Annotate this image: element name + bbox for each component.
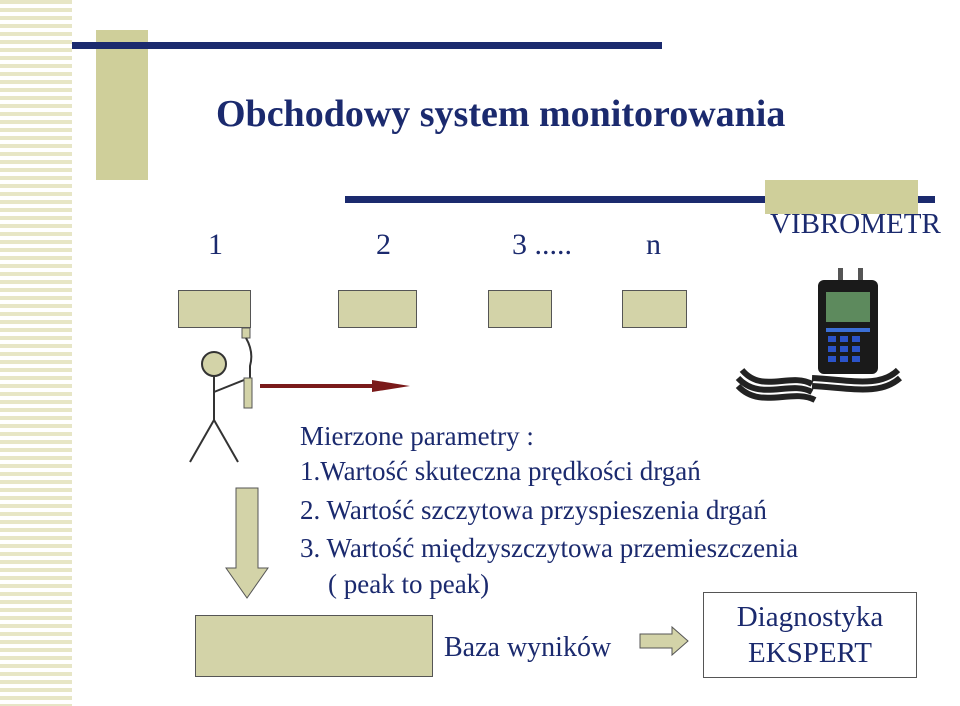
right-arrow [639, 625, 689, 657]
parameter-item-2: 2. Wartość szczytowa przyspieszenia drga… [300, 495, 767, 525]
parameter-item-3-note: ( peak to peak) [328, 569, 490, 599]
parameters-heading: Mierzone parametry : [300, 421, 534, 451]
diagnostics-line-1: Diagnostyka [736, 601, 884, 633]
operator-figure [189, 351, 245, 463]
section-rule [345, 196, 935, 203]
point-label-n: n [646, 228, 661, 261]
point-label-2: 2 [376, 228, 391, 261]
measurement-point-box-n [622, 290, 687, 328]
decorative-stripes [0, 0, 72, 706]
measurement-point-box-2 [338, 290, 417, 328]
vibrometer-label: VIBROMETR [770, 208, 941, 240]
slide-title: Obchodowy system monitorowania [216, 93, 786, 135]
data-transfer-arrow [260, 380, 410, 392]
diagnostics-line-2: EKSPERT [748, 637, 872, 669]
parameter-item-3: 3. Wartość międzyszczytowa przemieszczen… [300, 533, 799, 563]
device-accent-block [765, 180, 918, 214]
point-label-3: 3 ..... [512, 228, 572, 261]
point-label-1: 1 [208, 228, 223, 261]
down-arrow [225, 487, 269, 599]
measurement-point-box-1 [178, 290, 251, 328]
expert-diagnostics-box: Diagnostyka EKSPERT [703, 592, 917, 678]
title-rule [72, 42, 662, 49]
measurement-point-box-3 [488, 290, 552, 328]
decorative-accent-block [96, 30, 148, 180]
parameter-item-1: 1.Wartość skuteczna prędkości drgań [300, 456, 701, 486]
results-database-box [195, 615, 433, 677]
probe-sensor [241, 327, 253, 409]
results-database-label: Baza wyników [444, 632, 612, 663]
vibrometer-device-icon [735, 268, 903, 403]
